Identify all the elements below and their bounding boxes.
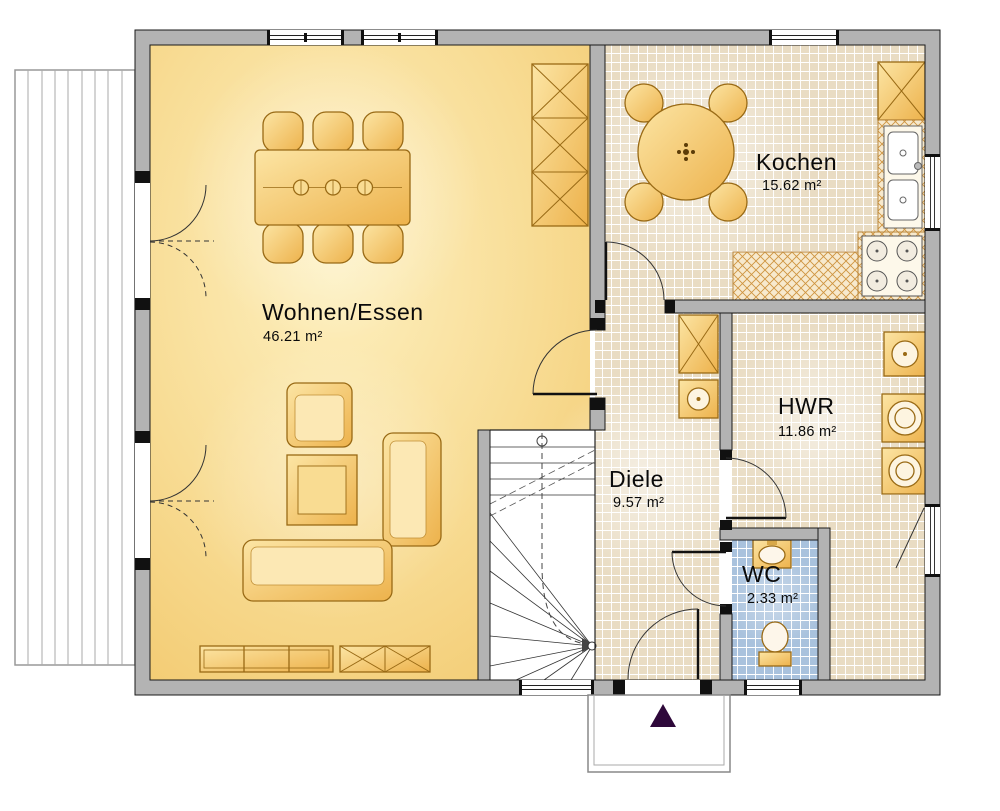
- furniture-diele: [678, 314, 719, 419]
- x-sideboard: [339, 645, 431, 673]
- window-top-1: [267, 30, 344, 45]
- door-entrance: [627, 608, 700, 680]
- window-right-2: [895, 504, 940, 577]
- furniture-hwr: [881, 331, 929, 495]
- wall-kochen-hwr: [664, 299, 926, 314]
- room-label-kochen: Kochen: [756, 149, 838, 175]
- stair-walk-line: [541, 433, 587, 645]
- room-area-wc: 2.33 m²: [747, 591, 799, 607]
- wall-wohnen-kochen: [589, 44, 606, 331]
- sofa-long: [242, 539, 393, 602]
- room-label-wc: WC: [742, 561, 782, 587]
- corner-cabinet: [877, 61, 926, 121]
- room-area-diele: 9.57 m²: [613, 495, 665, 511]
- window-right-1: [925, 154, 940, 231]
- wall-wc-right: [817, 527, 831, 681]
- windows: [267, 30, 940, 695]
- window-bottom-1: [519, 680, 594, 695]
- room-label-diele: Diele: [609, 466, 664, 492]
- armchair: [286, 382, 353, 448]
- door-terrace-lower: [149, 444, 214, 559]
- room-area-kochen: 15.62 m²: [762, 178, 822, 194]
- room-label-hwr: HWR: [778, 393, 835, 419]
- wall-stair: [477, 429, 491, 681]
- door-wohnen-diele: [532, 329, 598, 396]
- walls: [134, 29, 941, 696]
- washing-machine: [881, 393, 929, 443]
- coffee-table: [286, 454, 358, 526]
- wall-wc-top: [719, 527, 831, 541]
- hall-cabinet: [678, 314, 719, 374]
- sideboard: [199, 645, 334, 673]
- window-top-2: [361, 30, 438, 45]
- dining-table: [254, 149, 411, 226]
- furniture-wohnen: [199, 63, 589, 673]
- entrance-arrow-icon: [650, 704, 676, 727]
- entrance-porch: [587, 694, 731, 773]
- hall-washbasin: [678, 379, 719, 419]
- stove: [861, 235, 923, 297]
- dryer: [881, 447, 929, 495]
- doors: [149, 184, 787, 680]
- door-kochen: [604, 241, 665, 301]
- dining-chairs: [262, 111, 404, 264]
- kitchen-chairs: [624, 83, 748, 222]
- terrace-deck: [14, 69, 136, 666]
- furniture-wc: [752, 539, 792, 667]
- tall-cabinet: [531, 63, 589, 227]
- room-area-hwr: 11.86 m²: [778, 424, 837, 440]
- kitchen-sink: [883, 125, 923, 229]
- door-jambs: [135, 171, 732, 695]
- window-bottom-2: [744, 680, 802, 695]
- wall-openings: [135, 183, 700, 695]
- furniture-kochen: [624, 61, 926, 301]
- wc-washbasin: [752, 539, 792, 569]
- utility-sink: [883, 331, 927, 377]
- wall-diele-hwr: [719, 312, 733, 451]
- door-terrace-upper: [149, 184, 214, 299]
- room-area-wohnen: 46.21 m²: [263, 329, 323, 345]
- door-hwr: [725, 457, 787, 520]
- window-kochen: [769, 30, 839, 45]
- toilet: [758, 621, 792, 667]
- door-wc: [671, 550, 727, 607]
- sofa-side: [382, 432, 442, 547]
- staircase: [489, 429, 597, 681]
- room-label-wohnen: Wohnen/Essen: [262, 299, 424, 325]
- kitchen-table: [637, 103, 735, 201]
